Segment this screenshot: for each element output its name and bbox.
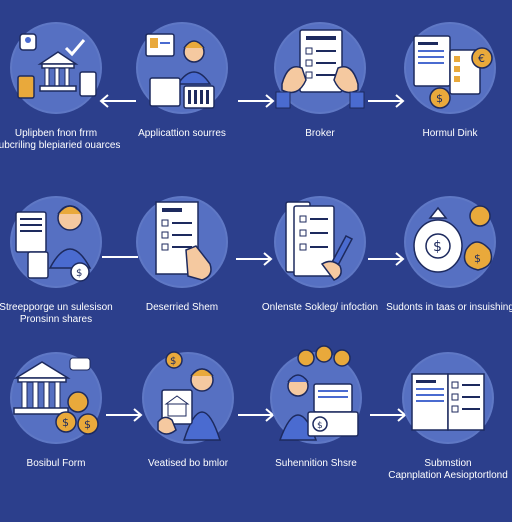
step-circle: $ [270,345,362,444]
step-label-line: Applicattion sourres [138,128,226,139]
money-bags-icon: $ $ [413,205,493,273]
flow-arrow-right [234,252,274,266]
bank-building-shopping-icon [17,33,97,99]
step-label-line: Veatised bo bmlor [147,458,229,469]
step-label: Hormul Dink [386,128,512,140]
step-label-line: Deserried Shem [145,302,219,313]
step-label: Applicattion sourres [118,128,246,140]
step-node-8: $ $ Sudonts in taas or insuishing [386,196,512,366]
svg-text:$: $ [170,356,176,367]
open-book-form-icon [411,373,485,431]
step-label-line: Capnplation Aesioptortlond [388,470,508,481]
svg-text:$: $ [436,92,443,105]
step-label: Bosibul Form [0,458,120,470]
step-label-line: Bosibul Form [26,458,86,469]
step-circle [274,22,366,114]
step-label: Sudonts in taas or insuishing [386,302,512,314]
step-label: Uplipben fnon frrm Subcriling blepiaried… [0,128,120,152]
svg-text:$: $ [433,239,442,255]
bank-coins-icon: $ $ [13,357,99,435]
step-label: Streepporge un sulesison Pronsinn shares [0,302,120,326]
checklist-pen-icon [285,201,354,281]
step-label: Deserried Shem [118,302,246,314]
person-documents-coin-icon: $ [15,205,92,282]
checklist-hand-icon [155,201,212,281]
step-node-3: Broker [256,22,384,192]
step-label: Onlenste Sokleg/ infoction [256,302,384,314]
step-node-11: $ Suhennition Shsre [252,345,380,522]
flow-arrow-right [366,252,406,266]
svg-text:$: $ [317,421,323,431]
step-circle [402,352,494,444]
step-label-line: Uplipben fnon frrm [14,128,98,139]
step-node-2: Applicattion sourres [118,22,246,192]
svg-text:€: € [478,52,485,65]
step-node-10: $ Veatised bo bmlor [124,351,252,522]
step-node-4: € $ Hormul Dink [386,22,512,192]
step-label-line: Broker [305,128,335,139]
step-label: Broker [256,128,384,140]
step-label-line: Streepporge un sulesison [0,302,113,313]
step-node-12: Submstion Capnplation Aesioptortlond [384,352,512,522]
step-circle: $ $ [10,352,102,444]
documents-euro-coin-icon: € $ [413,35,493,109]
step-label-line: Subcriling blepiaried ouarces [0,140,121,151]
person-holding-bank-icon: $ [157,351,222,441]
step-label: Submstion Capnplation Aesioptortlond [384,458,512,482]
hands-holding-form-icon [275,29,365,109]
step-label-line: Hormul Dink [422,128,478,139]
svg-text:$: $ [474,252,481,265]
step-label-line: Pronsinn shares [19,314,93,325]
step-circle: € $ [404,22,496,114]
step-node-9: $ $ Bosibul Form [0,352,120,522]
step-circle [136,196,228,288]
step-node-6: Deserried Shem [118,196,246,366]
svg-text:$: $ [76,268,82,279]
svg-text:$: $ [84,418,91,431]
step-circle [10,22,102,114]
step-node-7: Onlenste Sokleg/ infoction [256,196,384,366]
step-label: Veatised bo bmlor [124,458,252,470]
svg-text:$: $ [62,416,69,429]
person-computer-icon [145,33,215,109]
flow-arrow-right [236,94,276,108]
step-circle: $ [10,196,102,288]
step-circle [274,196,366,288]
step-node-5: $ Streepporge un sulesison Pronsinn shar… [0,196,120,366]
step-label-line: Suhennition Shsre [275,458,357,469]
step-label-line: Onlenste Sokleg/ infoction [261,302,379,313]
step-circle: $ $ [404,196,496,288]
step-label: Suhennition Shsre [252,458,380,470]
step-node-1: Uplipben fnon frrm Subcriling blepiaried… [0,22,120,192]
person-laptop-coins-icon: $ [278,345,359,441]
flow-arrow-right [366,94,406,108]
step-circle: $ [142,351,234,444]
step-label-line: Submstion [424,458,472,469]
step-label-line: Sudonts in taas or insuishing [386,302,512,313]
flow-arrow-right [104,408,144,422]
step-circle [136,22,228,114]
flow-arrow-left [98,94,138,108]
flow-connector-line [100,250,140,264]
